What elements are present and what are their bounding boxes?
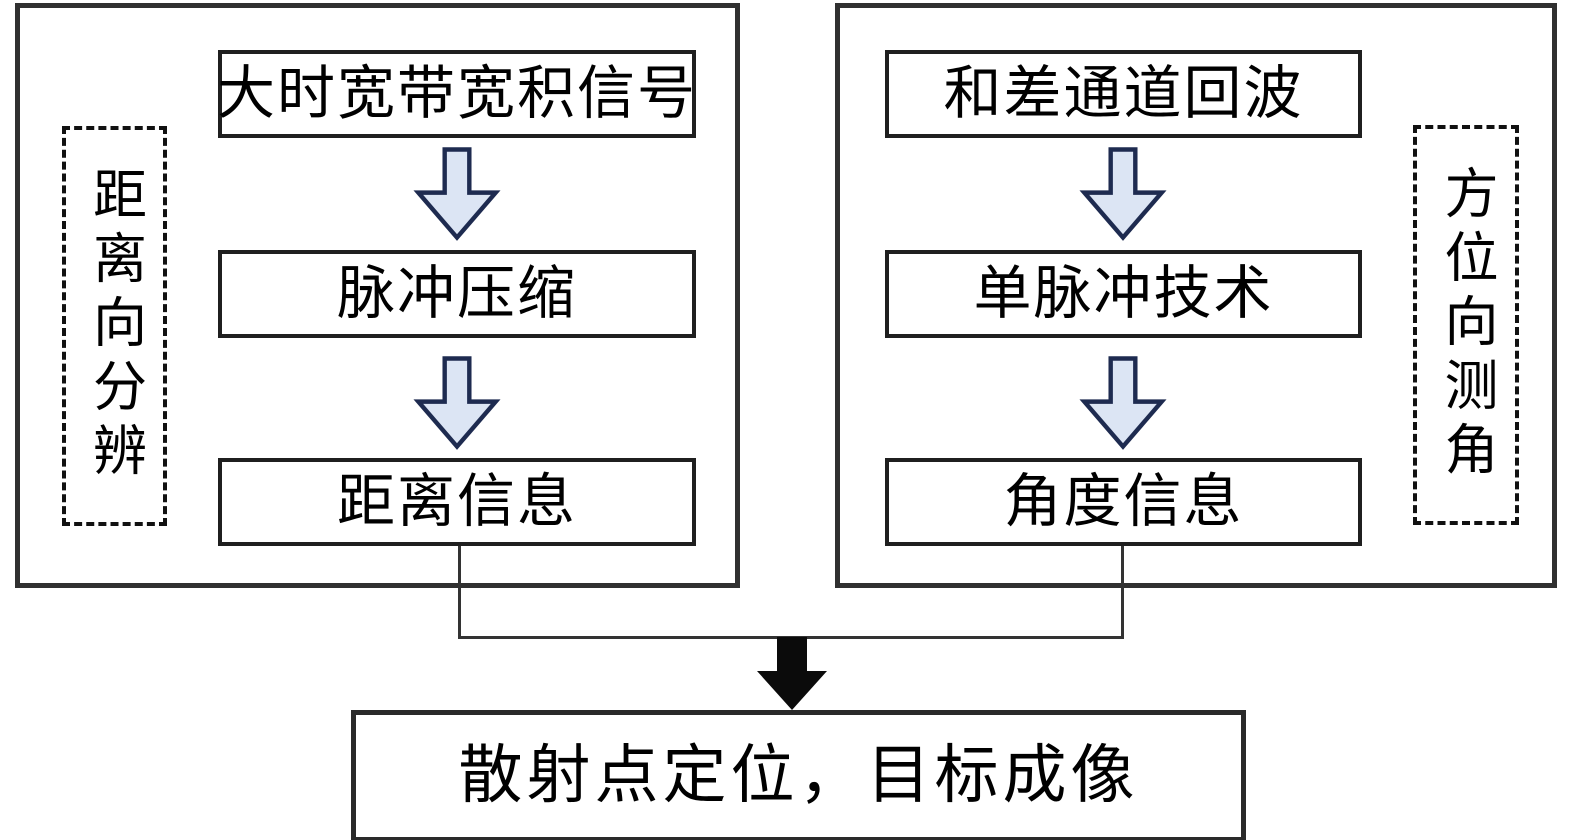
connector-left-riser bbox=[458, 546, 461, 638]
down-arrow-icon bbox=[1079, 147, 1167, 241]
left-side-label: 距离向分辨 bbox=[84, 166, 145, 486]
flow-box-signal: 大时宽带宽积信号 bbox=[217, 50, 698, 138]
down-arrow-icon bbox=[1079, 356, 1167, 450]
flow-box-monopulse-label: 单脉冲技术 bbox=[973, 261, 1274, 326]
flow-box-angle-info: 角度信息 bbox=[885, 458, 1362, 546]
down-arrow-icon bbox=[413, 147, 501, 241]
flow-box-sum-diff-echo: 和差通道回波 bbox=[885, 50, 1362, 138]
connector-right-riser bbox=[1121, 546, 1124, 638]
flow-box-range-info: 距离信息 bbox=[218, 458, 696, 546]
merge-down-arrow-icon bbox=[757, 637, 827, 710]
right-side-label-box: 方位向测角 bbox=[1413, 125, 1519, 525]
left-panel-frame bbox=[15, 3, 740, 588]
down-arrow-icon bbox=[413, 356, 501, 450]
right-side-label: 方位向测角 bbox=[1436, 165, 1496, 485]
flow-box-monopulse: 单脉冲技术 bbox=[885, 250, 1362, 338]
flow-box-angle-info-label: 角度信息 bbox=[1003, 469, 1244, 534]
output-box-label: 散射点定位，目标成像 bbox=[458, 740, 1139, 811]
flow-box-range-info-label: 距离信息 bbox=[336, 469, 577, 534]
flow-box-signal-label: 大时宽带宽积信号 bbox=[217, 61, 698, 126]
flow-box-pulse-compression-label: 脉冲压缩 bbox=[336, 261, 577, 326]
flow-box-sum-diff-echo-label: 和差通道回波 bbox=[943, 61, 1304, 126]
output-box: 散射点定位，目标成像 bbox=[351, 710, 1246, 840]
right-panel-frame bbox=[835, 3, 1557, 588]
flow-box-pulse-compression: 脉冲压缩 bbox=[218, 250, 696, 338]
left-side-label-box: 距离向分辨 bbox=[62, 126, 167, 526]
